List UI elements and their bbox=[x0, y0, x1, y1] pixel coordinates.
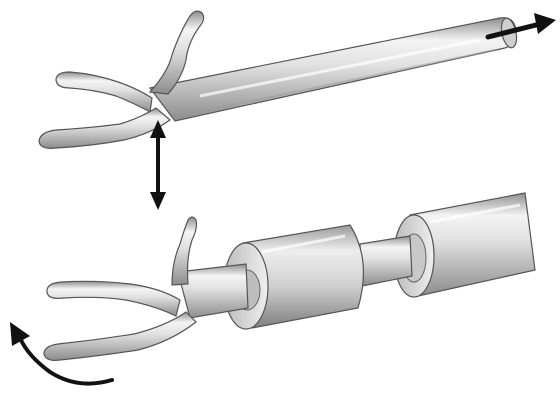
top-middle-prong bbox=[56, 72, 152, 112]
bottom-thin-rod bbox=[178, 264, 248, 318]
top-probe bbox=[39, 11, 519, 148]
bottom-middle-prong bbox=[47, 281, 180, 316]
vertical-double-arrow bbox=[150, 120, 166, 210]
bottom-probe bbox=[44, 193, 535, 360]
bottom-lower-prong bbox=[44, 312, 196, 360]
top-lower-prong bbox=[39, 108, 170, 148]
